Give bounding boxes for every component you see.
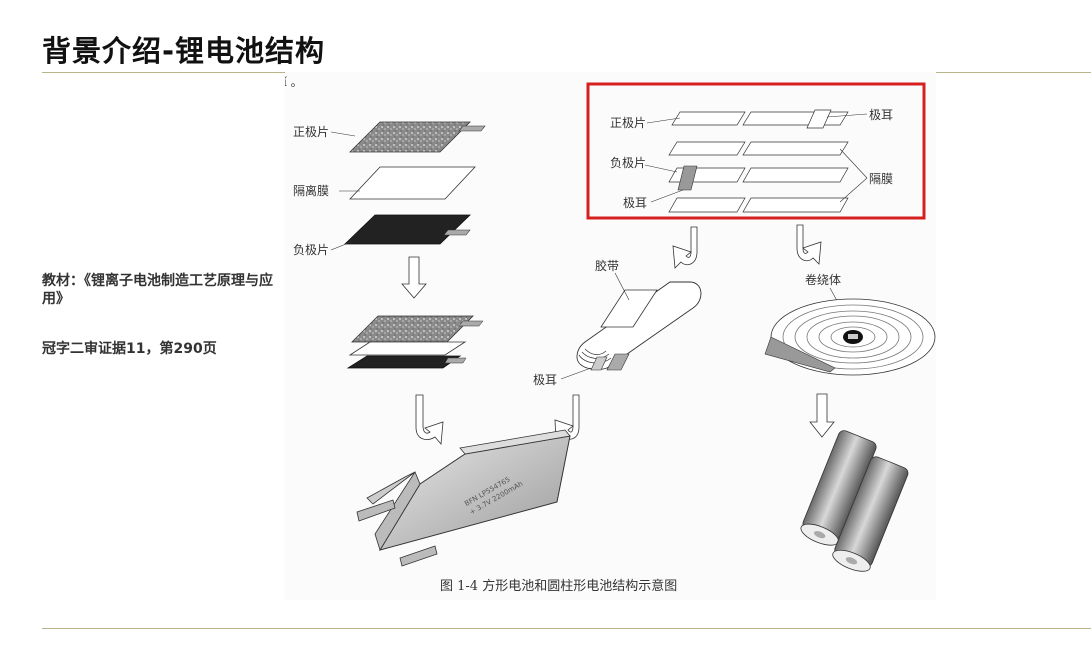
textbook-reference: 教材：《锂离子电池制造工艺原理与应用》 — [42, 273, 273, 307]
positive-plate-tab — [458, 125, 486, 132]
curved-arrow-left — [415, 394, 444, 445]
label-separator: 隔离膜 — [293, 183, 329, 198]
positive-plate-shape — [349, 121, 471, 153]
cylindrical-cells — [800, 430, 909, 572]
curved-arrow-middle — [554, 394, 580, 443]
bottom-divider — [42, 628, 1091, 629]
spiral-jelly-roll: 卷绕体 — [764, 272, 936, 376]
label-negative-plate: 负极片 — [293, 243, 329, 257]
label-separator-right: 隔膜 — [869, 172, 893, 186]
label-positive-plate: 正极片 — [293, 125, 329, 139]
prismatic-cell: BFN LP554765 + 3.7V 2200mAh — [356, 429, 571, 567]
label-tape: 胶带 — [595, 258, 619, 273]
stacked-plates-group: 正极片 隔离膜 负极片 — [293, 121, 486, 445]
separator-shape — [349, 166, 476, 200]
curved-arrow-to-flat — [672, 226, 698, 269]
stack-positive — [351, 315, 474, 343]
winding-plates-group: 正极片 极耳 负极片 极耳 隔膜 — [586, 82, 926, 220]
top-tab — [806, 109, 832, 129]
figure-svg: ǐ 。 正极片 隔离膜 负极片 — [285, 75, 936, 594]
label-tab-bottom: 极耳 — [623, 196, 647, 210]
down-arrow-1 — [401, 256, 427, 299]
figure-caption: 图 1-4 方形电池和圆柱形电池结构示意图 — [440, 578, 677, 594]
prismatic-cell-tab-2 — [399, 545, 438, 567]
down-arrow-right — [809, 393, 835, 438]
highlight-box — [586, 82, 926, 220]
bottom-tab — [677, 165, 698, 191]
negative-plate-tab — [443, 229, 471, 236]
evidence-reference: 冠字二审证据11，第290页 — [42, 341, 217, 357]
prismatic-cell-tab-1 — [356, 499, 396, 522]
page-title: 背景介绍-锂电池结构 — [42, 34, 326, 68]
stack-negative — [346, 355, 462, 369]
label-tab-flat: 极耳 — [533, 373, 557, 387]
battery-structure-figure: ǐ 。 正极片 隔离膜 负极片 — [285, 72, 936, 600]
tape-shape — [600, 289, 658, 328]
curved-arrow-to-roll — [796, 224, 822, 265]
negative-plate-shape — [344, 214, 471, 245]
top-text-fragment: ǐ 。 — [285, 75, 303, 89]
flat-jelly-roll: 胶带 极耳 — [533, 258, 702, 387]
label-tab-top: 极耳 — [869, 108, 893, 122]
label-wound-negative-plate: 负极片 — [610, 156, 646, 170]
stack-separator — [348, 341, 467, 356]
label-jelly-roll: 卷绕体 — [805, 272, 841, 287]
label-wound-positive-plate: 正极片 — [610, 116, 646, 130]
